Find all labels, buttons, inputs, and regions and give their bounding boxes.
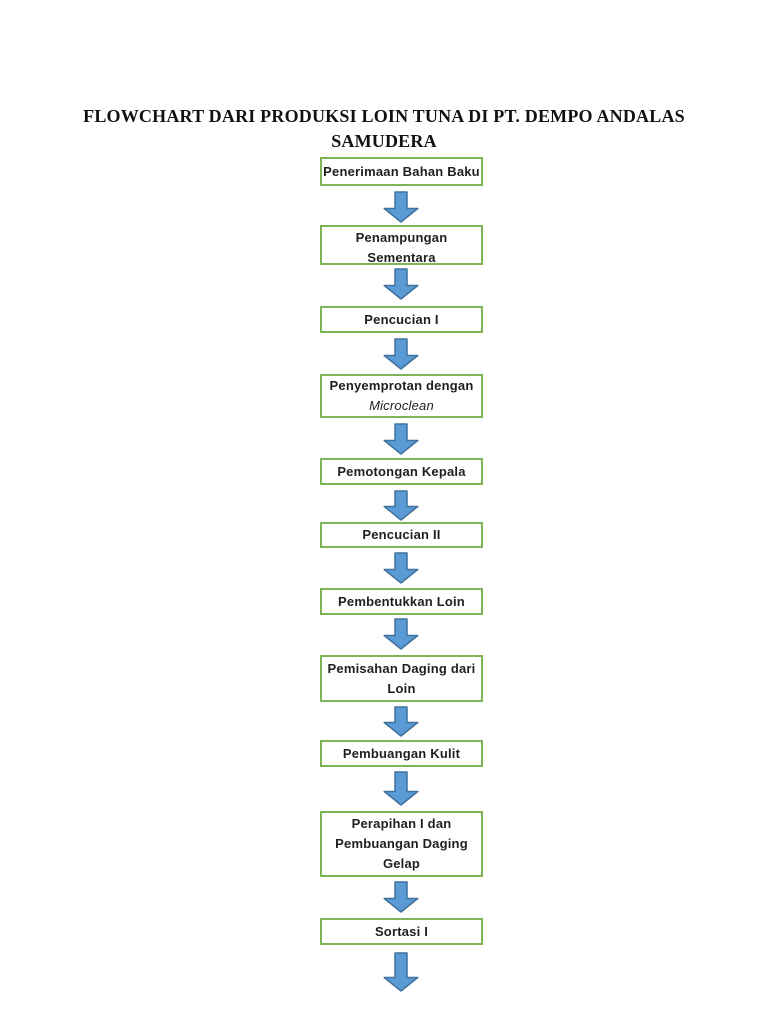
- flow-node-label: Pemotongan Kepala: [337, 463, 466, 479]
- flow-node-label-italic: Microclean: [369, 398, 434, 413]
- flow-node-label: Pemisahan Daging dari: [327, 660, 476, 676]
- flow-arrow-down-icon: [383, 706, 419, 737]
- flow-arrow-down-icon: [383, 952, 419, 992]
- flow-node-pembuangan-kulit: Pembuangan Kulit: [320, 740, 483, 767]
- flow-node-label: Penampungan: [355, 230, 448, 245]
- flow-node-label: Penyemprotan dengan: [329, 378, 474, 393]
- flow-arrow-down-icon: [383, 423, 419, 455]
- flow-node-label: Sementara: [367, 250, 436, 265]
- flow-node-pemisahan-daging-dari-loin: Pemisahan Daging dari Loin: [320, 655, 483, 702]
- flow-arrow-down-icon: [383, 552, 419, 584]
- flow-arrow-down-icon: [383, 881, 419, 913]
- flow-node-label: Pembuangan Kulit: [342, 745, 461, 761]
- flow-arrow-down-icon: [383, 191, 419, 223]
- flow-node-penyemprotan-dengan-microclean: Penyemprotan dengan Microclean: [320, 374, 483, 418]
- page-title-line-1: FLOWCHART DARI PRODUKSI LOIN TUNA DI PT.…: [83, 106, 685, 126]
- flow-arrow-down-icon: [383, 618, 419, 650]
- flow-arrow-down-icon: [383, 490, 419, 521]
- flow-node-pemotongan-kepala: Pemotongan Kepala: [320, 458, 483, 485]
- flow-node-pencucian-ii: Pencucian II: [320, 522, 483, 548]
- page-title: FLOWCHART DARI PRODUKSI LOIN TUNA DI PT.…: [0, 104, 768, 154]
- flow-arrow-down-icon: [383, 268, 419, 300]
- page-title-line-2: SAMUDERA: [331, 131, 437, 151]
- flow-node-label: Pembentukkan Loin: [338, 593, 465, 609]
- flow-arrow-down-icon: [383, 338, 419, 370]
- flow-arrow-down-icon: [383, 771, 419, 806]
- flow-node-sortasi-i: Sortasi I: [320, 918, 483, 945]
- flow-node-penerimaan-bahan-baku: Penerimaan Bahan Baku: [320, 157, 483, 186]
- flow-node-label: Pembuangan Daging: [335, 836, 468, 851]
- flow-node-label: Pencucian I: [364, 311, 439, 327]
- flow-node-pencucian-i: Pencucian I: [320, 306, 483, 333]
- flow-node-perapihan-i-dan-pembuangan-daging-gelap: Perapihan I dan Pembuangan Daging Gelap: [320, 811, 483, 877]
- flow-node-penampungan-sementara: Penampungan Sementara: [320, 225, 483, 265]
- flow-node-label: Perapihan I dan: [351, 816, 452, 831]
- flow-node-label: Penerimaan Bahan Baku: [323, 163, 480, 179]
- flow-node-label: Gelap: [382, 856, 421, 871]
- flow-node-label: Loin: [387, 680, 416, 696]
- flow-node-label: Sortasi I: [374, 923, 429, 939]
- flow-node-pembentukkan-loin: Pembentukkan Loin: [320, 588, 483, 615]
- flow-node-label: Pencucian II: [362, 527, 441, 542]
